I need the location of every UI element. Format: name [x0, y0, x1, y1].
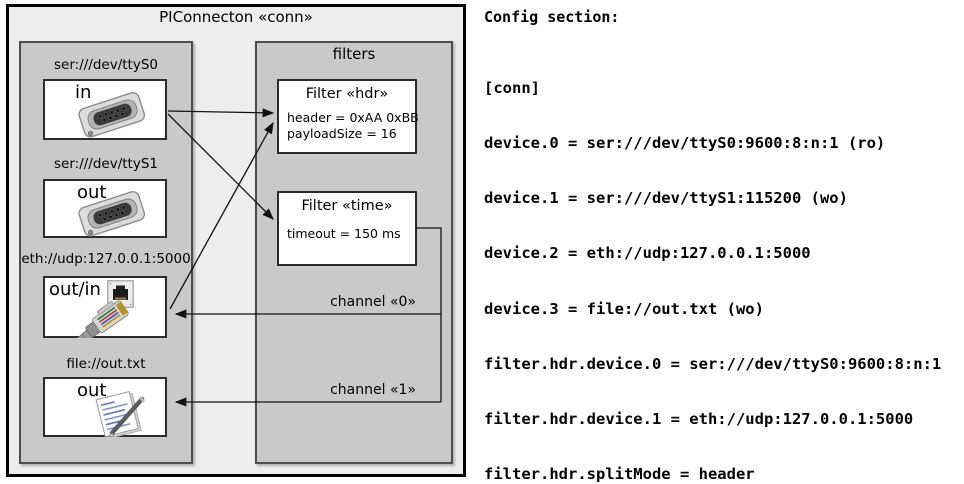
notepad-icon [95, 391, 146, 437]
device-label-file: file://out.txt [66, 356, 146, 372]
device-label-ttys1: ser:///dev/ttyS1 [54, 156, 158, 172]
config-line: [conn] [484, 78, 540, 97]
filter-hdr-box: Filter «hdr» header = 0xAA 0xBB payloadS… [277, 79, 419, 154]
port-label: out [77, 380, 107, 401]
channel-0-label: channel «0» [330, 294, 416, 310]
filter-param: payloadSize = 16 [287, 126, 397, 141]
config-line: filter.hdr.device.0 = ser:///dev/ttyS0:9… [484, 354, 942, 373]
device-label-eth: eth://udp:127.0.0.1:5000 [21, 251, 191, 267]
port-label: in [75, 82, 92, 103]
serial-connector-icon [78, 191, 146, 237]
config-line: device.1 = ser:///dev/ttyS1:115200 (wo) [484, 189, 848, 208]
config-section: Config section: [conn] device.0 = ser://… [484, 8, 941, 483]
config-line: device.2 = eth://udp:127.0.0.1:5000 [484, 244, 811, 263]
config-line: device.0 = ser:///dev/ttyS0:9600:8:n:1 (… [484, 134, 886, 153]
filter-param: timeout = 150 ms [287, 226, 401, 241]
config-lines: [conn] device.0 = ser:///dev/ttyS0:9600:… [484, 42, 951, 484]
serial-connector-icon [78, 92, 146, 138]
diagram-title: PIConnecton «conn» [159, 8, 313, 26]
device-label-ttys0: ser:///dev/ttyS0 [54, 57, 158, 73]
config-line: device.3 = file://out.txt (wo) [484, 299, 764, 318]
device-box-file: out [43, 377, 167, 437]
device-box-eth: out/in [43, 276, 167, 338]
config-line: filter.hdr.splitMode = header [484, 465, 755, 484]
filter-time-box: Filter «time» timeout = 150 ms [277, 191, 417, 266]
filter-title: Filter «time» [301, 198, 393, 214]
device-box-ttys0: in [43, 79, 167, 140]
channel-1-label: channel «1» [330, 382, 416, 398]
device-box-ttys1: out [43, 179, 167, 238]
ethernet-plug-icon [71, 300, 129, 338]
config-heading: Config section: [484, 8, 620, 26]
config-line: filter.hdr.device.1 = eth://udp:127.0.0.… [484, 410, 914, 429]
filter-param: header = 0xAA 0xBB [287, 110, 419, 125]
filter-title: Filter «hdr» [305, 86, 389, 102]
filters-panel-title: filters [332, 45, 376, 63]
port-label: out/in [49, 279, 101, 300]
port-label: out [77, 182, 107, 203]
